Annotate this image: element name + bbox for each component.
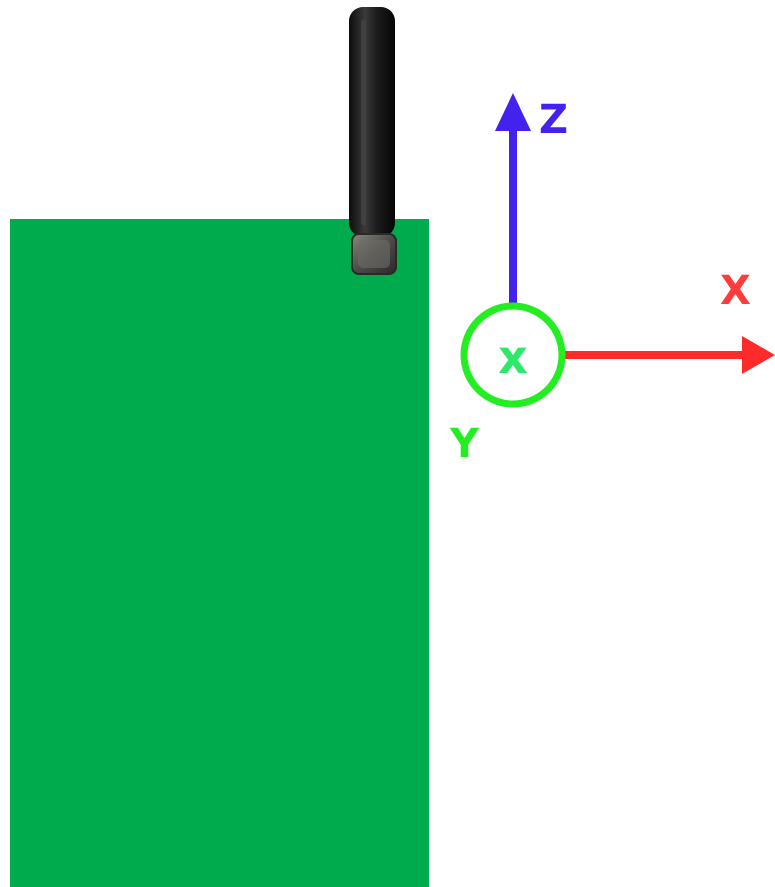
y-axis: x Y [449, 302, 566, 467]
x-axis: X [563, 268, 775, 374]
antenna-connector-face [358, 240, 390, 268]
antenna-body [349, 7, 395, 237]
antenna [349, 7, 397, 275]
y-axis-label: Y [449, 421, 480, 467]
z-axis-label: Z [539, 97, 568, 143]
circuit-board [10, 219, 429, 887]
y-axis-circle-icon [460, 302, 566, 408]
z-axis: Z [495, 93, 568, 303]
antenna-highlight [361, 20, 366, 225]
x-axis-arrowhead [742, 336, 775, 374]
y-axis-into-page-cross-icon: x [498, 330, 528, 384]
z-axis-arrowhead [495, 93, 531, 131]
x-axis-label: X [720, 268, 751, 314]
